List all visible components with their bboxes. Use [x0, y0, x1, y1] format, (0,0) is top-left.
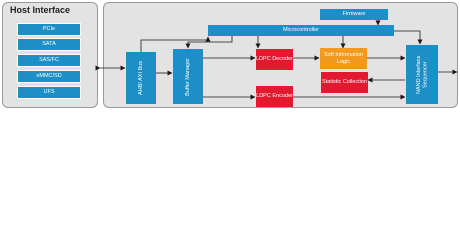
- bus-to-microcontroller-arrow: [140, 36, 211, 52]
- ldpc-decoder-block: LDPC Decoder: [256, 49, 293, 70]
- host-interface-sas-fc: SAS/FC: [17, 54, 81, 67]
- buffer-manager-label: Buffer Manager: [184, 57, 191, 96]
- microcontroller-block: Microcontroller: [208, 25, 394, 36]
- nand-interface-sequencer-label: NAND Interface Sequencer: [415, 55, 429, 94]
- host-interface-ufs: UFS: [17, 86, 81, 99]
- host-interface-pcie: PCIe: [17, 23, 81, 36]
- microcontroller-to-nand-arrow: [394, 30, 423, 45]
- host-interface-emmc-sd: eMMC/SD: [17, 70, 81, 83]
- nand-interface-sequencer-block: NAND Interface Sequencer: [406, 45, 438, 104]
- statistic-collection-block: Statistic Collection: [321, 72, 368, 93]
- host-interface-sata: SATA: [17, 38, 81, 51]
- firmware-block: Firmware: [320, 9, 388, 20]
- ldpc-encoder-block: LDPC Encoder: [256, 86, 293, 107]
- host-interface-title: Host Interface: [10, 5, 71, 15]
- soft-information-logic-block: Soft Information Logic: [320, 48, 367, 69]
- buffer-manager-block: Buffer Manager: [173, 49, 203, 104]
- ahb-axi-bus-block: AHB/ AXI Bus: [126, 52, 156, 104]
- connector-arrows: [95, 15, 458, 100]
- microcontroller-to-buffer-arrow: [185, 36, 233, 49]
- ahb-axi-bus-label: AHB/ AXI Bus: [137, 61, 144, 95]
